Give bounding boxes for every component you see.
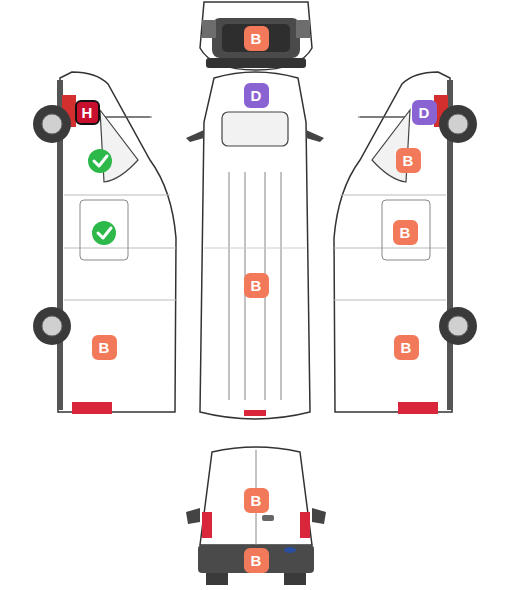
rear-view bbox=[186, 447, 326, 585]
front-view bbox=[200, 2, 312, 70]
badge-letter: B bbox=[400, 225, 411, 240]
damage-badge: D bbox=[412, 100, 437, 125]
damage-badge: B bbox=[393, 220, 418, 245]
damage-badge: B bbox=[92, 335, 117, 360]
damage-badge: H bbox=[75, 100, 100, 125]
check-icon bbox=[88, 149, 112, 173]
badge-letter: B bbox=[401, 340, 412, 355]
badge-letter: B bbox=[251, 493, 262, 508]
damage-badge: B bbox=[244, 26, 269, 51]
badge-letter: B bbox=[251, 31, 262, 46]
top-view bbox=[186, 72, 324, 419]
check-icon bbox=[92, 221, 116, 245]
damage-badge: D bbox=[244, 83, 269, 108]
badge-letter: B bbox=[403, 153, 414, 168]
damage-badge: B bbox=[244, 273, 269, 298]
badge-letter: D bbox=[419, 105, 430, 120]
badge-letter: H bbox=[82, 105, 93, 120]
badge-letter: D bbox=[251, 88, 262, 103]
damage-badge: B bbox=[244, 548, 269, 573]
damage-badge: B bbox=[396, 148, 421, 173]
damage-badge: B bbox=[244, 488, 269, 513]
damage-badge: B bbox=[394, 335, 419, 360]
badge-letter: B bbox=[251, 553, 262, 568]
badge-letter: B bbox=[251, 278, 262, 293]
badge-letter: B bbox=[99, 340, 110, 355]
